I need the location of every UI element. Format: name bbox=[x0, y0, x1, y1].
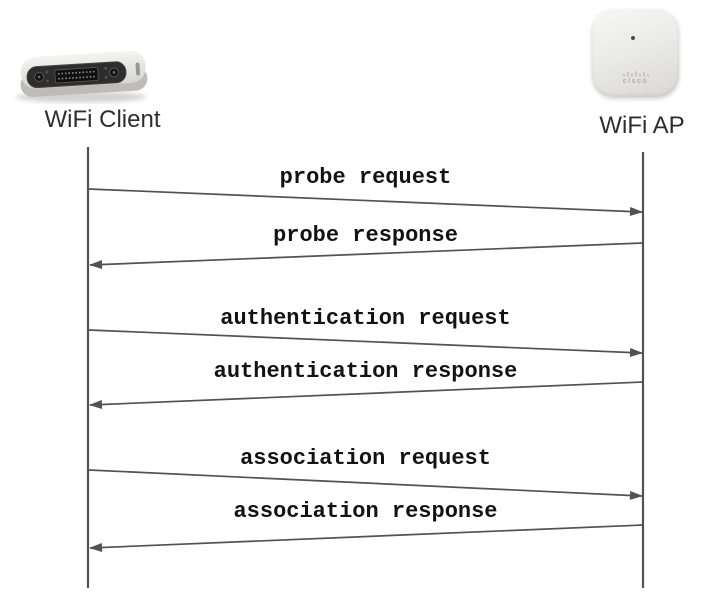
cisco-logo: cisco bbox=[592, 71, 679, 85]
arrow-authentication-response bbox=[89, 381, 644, 409]
arrow-probe-response bbox=[89, 242, 644, 270]
wifi-client-label: WiFi Client bbox=[44, 106, 161, 133]
wifi-client-device-icon bbox=[16, 50, 148, 103]
message-label-authentication-request: authentication request bbox=[220, 306, 511, 331]
message-label-probe-request: probe request bbox=[279, 165, 452, 190]
arrow-authentication-request bbox=[88, 329, 643, 357]
cisco-logo-bars-icon bbox=[622, 71, 649, 77]
message-label-association-response: association response bbox=[233, 499, 498, 524]
arrow-association-request bbox=[88, 469, 643, 500]
message-label-association-request: association request bbox=[240, 446, 491, 471]
arrow-probe-request bbox=[88, 188, 643, 216]
wifi-ap-label: WiFi AP bbox=[599, 112, 685, 139]
message-label-probe-response: probe response bbox=[273, 223, 458, 248]
cisco-logo-text: cisco bbox=[622, 78, 649, 85]
wifi-ap-device-icon: cisco bbox=[592, 9, 679, 97]
ap-status-led bbox=[631, 36, 635, 40]
arrow-association-response bbox=[89, 524, 644, 552]
message-label-authentication-response: authentication response bbox=[213, 359, 518, 384]
